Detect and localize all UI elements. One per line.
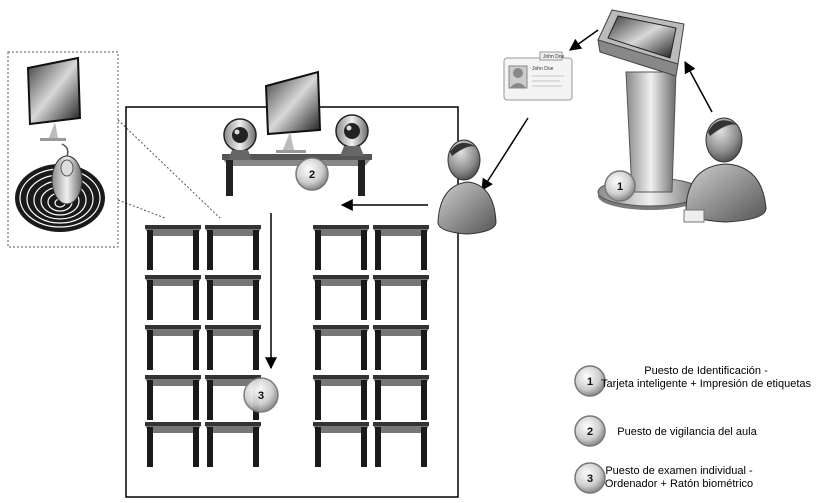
badge-2-label: 2	[309, 169, 315, 181]
id-card-icon: John Doe John Doe	[503, 51, 573, 101]
legend-line1: Puesto de vigilancia del aula	[617, 426, 757, 438]
card-name: John Doe	[532, 66, 554, 72]
student-desk	[205, 325, 261, 370]
student-desk	[373, 275, 429, 320]
legend-number: 3	[587, 473, 593, 485]
student-desk	[313, 275, 369, 320]
legend-line1: Puesto de examen individual -	[605, 465, 753, 477]
legend-line1: Puesto de Identificación -	[644, 365, 768, 377]
student-desk	[313, 325, 369, 370]
legend: 1 Puesto de Identificación - Tarjeta int…	[574, 365, 812, 494]
legend-item-3: 3 Puesto de examen individual - Ordenado…	[574, 462, 753, 494]
student-desk	[145, 275, 201, 320]
operator-person-icon	[683, 117, 767, 223]
student-desk	[373, 375, 429, 420]
student-desk	[373, 422, 429, 467]
student-desk	[373, 225, 429, 270]
student-desk	[145, 225, 201, 270]
monitor-icon	[264, 70, 322, 153]
student-desk	[205, 275, 261, 320]
student-desk	[145, 325, 201, 370]
arrow-person-to-kiosk	[684, 60, 713, 113]
student-desk	[205, 422, 261, 467]
student-desk	[145, 375, 201, 420]
surveillance-desk	[222, 154, 372, 196]
student-desk	[313, 225, 369, 270]
legend-line2: Ordenador + Ratón biométrico	[605, 478, 753, 490]
badge-2: 2	[295, 157, 329, 191]
legend-item-1: 1 Puesto de Identificación - Tarjeta int…	[574, 365, 812, 397]
badge-3-label: 3	[258, 390, 264, 402]
student-desk	[145, 422, 201, 467]
identification-kiosk-icon	[597, 9, 703, 210]
student-person-icon	[437, 139, 497, 235]
student-desk	[313, 375, 369, 420]
legend-item-2: 2 Puesto de vigilancia del aula	[574, 415, 758, 447]
legend-number: 2	[587, 426, 593, 438]
student-desk	[313, 422, 369, 467]
student-desk	[373, 325, 429, 370]
arrow-card-to-student	[481, 117, 529, 192]
student-desks	[145, 225, 429, 467]
legend-number: 1	[587, 376, 593, 388]
arrow-kiosk-to-card	[569, 29, 599, 51]
badge-1: 1	[604, 170, 636, 202]
biometric-mouse-icon	[51, 143, 83, 205]
badge-1-label: 1	[617, 181, 623, 193]
legend-line2: Tarjeta inteligente + Impresión de etiqu…	[601, 378, 812, 390]
badge-3: 3	[243, 377, 279, 413]
student-desk	[205, 225, 261, 270]
card-tab-label: John Doe	[543, 54, 565, 60]
webcam-icon	[335, 114, 369, 156]
webcam-icon	[223, 118, 257, 160]
monitor-icon	[26, 56, 82, 141]
